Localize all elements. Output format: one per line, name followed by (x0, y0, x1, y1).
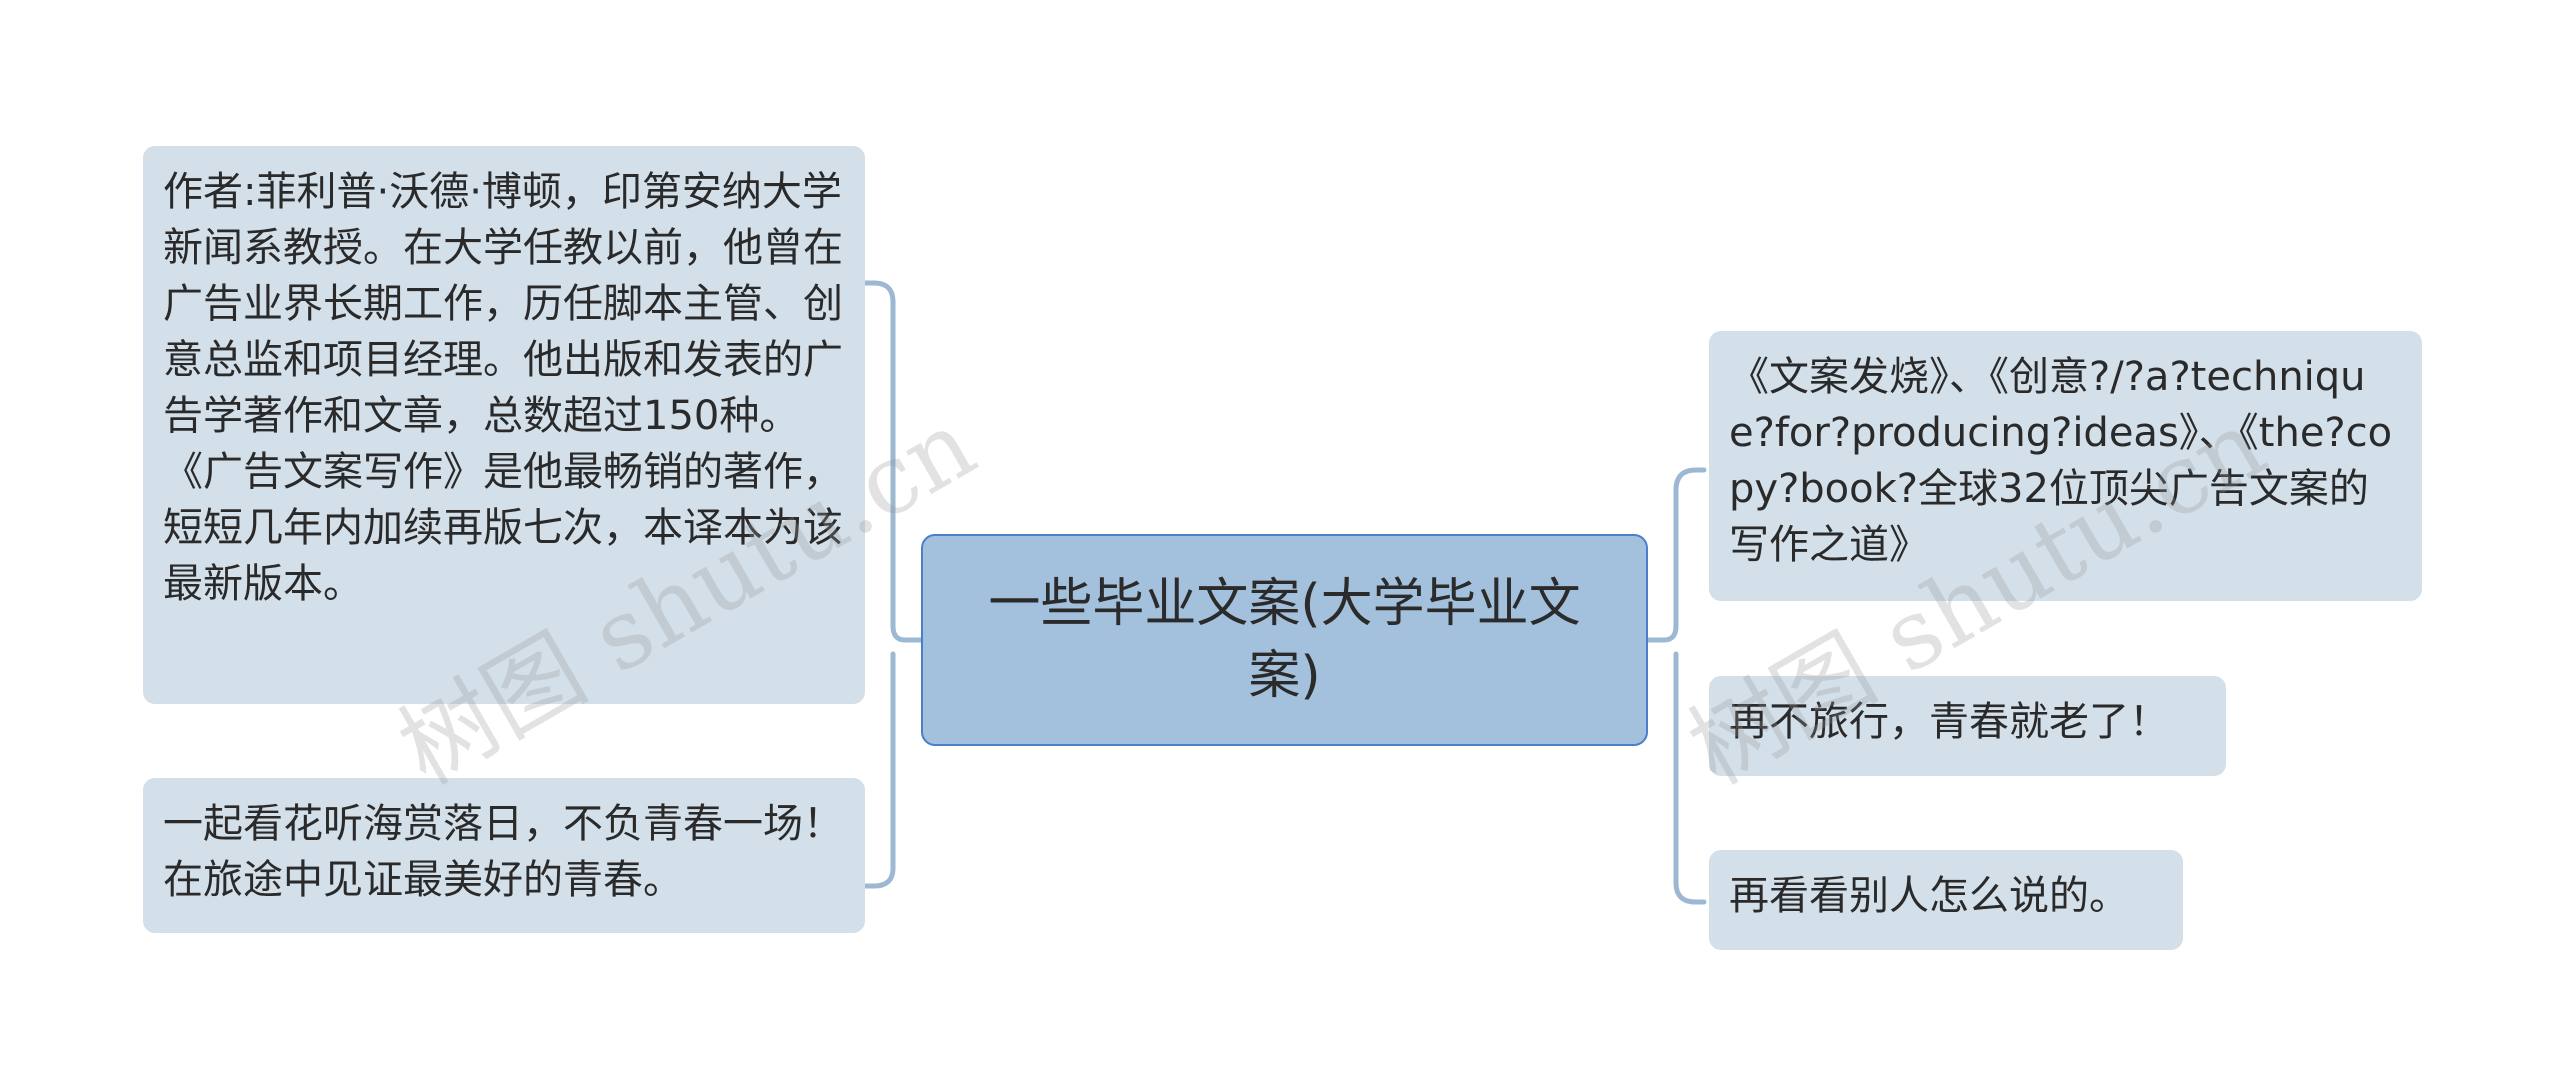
right-bracket-connector (1645, 467, 1707, 905)
left-node-author-bio[interactable]: 作者:菲利普·沃德·博顿，印第安纳大学新闻系教授。在大学任教以前，他曾在广告业界… (143, 146, 865, 704)
central-topic[interactable]: 一些毕业文案(大学毕业文案) (921, 534, 1648, 746)
central-topic-text: 一些毕业文案(大学毕业文案) (988, 574, 1581, 706)
left-node-youth-travel[interactable]: 一起看花听海赏落日，不负青春一场！在旅途中见证最美好的青春。 (143, 778, 865, 933)
right-node-book-list[interactable]: 《文案发烧》、《创意?/?a?technique?for?producing?i… (1709, 331, 2422, 601)
left-node-author-bio-text: 作者:菲利普·沃德·博顿，印第安纳大学新闻系教授。在大学任教以前，他曾在广告业界… (163, 169, 843, 607)
right-node-others-say-text: 再看看别人怎么说的。 (1729, 873, 2129, 919)
right-node-book-list-text: 《文案发烧》、《创意?/?a?technique?for?producing?i… (1729, 354, 2393, 568)
right-node-travel-slogan-text: 再不旅行，青春就老了！ (1729, 699, 2169, 745)
right-node-others-say[interactable]: 再看看别人怎么说的。 (1709, 850, 2183, 950)
left-node-youth-travel-text: 一起看花听海赏落日，不负青春一场！在旅途中见证最美好的青春。 (163, 801, 843, 903)
right-node-travel-slogan[interactable]: 再不旅行，青春就老了！ (1709, 676, 2226, 776)
left-bracket-connector (862, 280, 924, 889)
